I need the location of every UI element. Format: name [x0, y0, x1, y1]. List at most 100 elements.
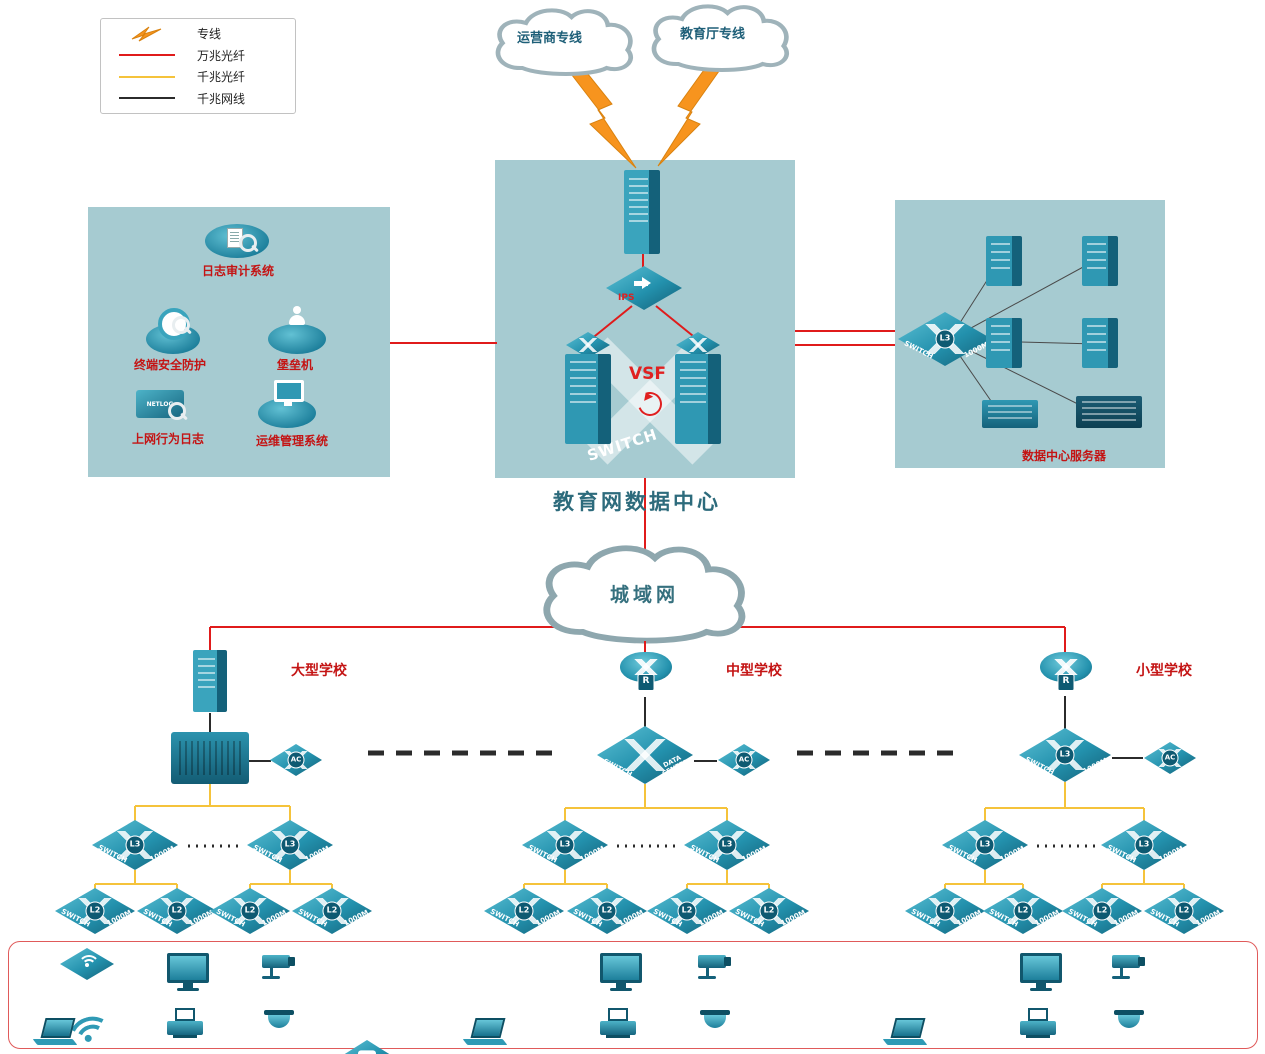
l3-badge: L3	[975, 835, 995, 855]
small-school-label: 小型学校	[1136, 663, 1192, 679]
medium-school-l3-switch: L3 SWITCH 1000M	[684, 820, 770, 870]
legend-item-dedicated-line: 专线	[111, 25, 285, 42]
legend-item-1g-cable: 千兆网线	[111, 90, 285, 107]
yellow-line-swatch	[111, 70, 183, 84]
l2-badge: L2	[759, 901, 779, 921]
endpoint-security-icon	[146, 308, 200, 354]
legend-label: 千兆网线	[197, 91, 246, 106]
bastion-host-icon	[268, 306, 326, 354]
metro-cloud	[543, 545, 746, 644]
core-switch-cap-right	[676, 332, 720, 358]
dome-camera-icon	[1114, 1010, 1144, 1028]
core-server-left	[565, 354, 611, 444]
log-audit-label: 日志审计系统	[202, 264, 275, 278]
medium-school-router: R	[620, 652, 672, 691]
dc-server	[1082, 318, 1118, 368]
laptop-icon	[462, 1018, 508, 1045]
desktop-icon	[167, 953, 209, 991]
small-school-l2-switch: L2 SWITCH 1000M	[1062, 888, 1142, 934]
large-school-label: 大型学校	[291, 663, 347, 679]
l3-badge: L3	[555, 835, 575, 855]
l2-badge: L2	[597, 901, 617, 921]
dc-server	[986, 236, 1022, 286]
netlog-text: NETLOG	[146, 400, 174, 408]
dome-camera-icon	[700, 1010, 730, 1028]
laptop-icon	[882, 1018, 928, 1045]
black-line-swatch	[111, 91, 183, 105]
desktop-icon	[1020, 953, 1062, 991]
small-school-l3-switch: L3 SWITCH 1000M	[1101, 820, 1187, 870]
small-school-l3-switch: L3 SWITCH 1000M	[942, 820, 1028, 870]
medium-school-label: 中型学校	[726, 663, 782, 679]
clouds	[495, 4, 790, 644]
bastion-host-label: 堡垒机	[277, 358, 314, 372]
person-glyph	[287, 306, 307, 326]
core-server-right	[675, 354, 721, 444]
medium-school-ac: AC	[718, 744, 770, 776]
ptz-camera-icon	[262, 955, 295, 979]
fiber-1g-links	[94, 782, 1185, 892]
magnifier-glyph	[172, 316, 190, 334]
magnifier-glyph	[239, 234, 257, 252]
netlog-label: 上网行为日志	[132, 432, 205, 446]
printer-icon	[600, 1008, 636, 1038]
l2-badge: L2	[1092, 901, 1112, 921]
l3-badge: L3	[935, 329, 955, 349]
large-school-l3-switch: L3 SWITCH 1000M	[247, 820, 333, 870]
l2-badge: L2	[514, 901, 534, 921]
ptz-camera-icon	[698, 955, 731, 979]
large-school-l2-switch: L2 SWITCH 1000M	[55, 888, 135, 934]
large-school-l2-switch: L2 SWITCH 1000M	[137, 888, 217, 934]
router-badge: R	[1057, 674, 1075, 691]
monitor-glyph	[274, 380, 304, 406]
chat-bubble-glyph	[358, 1050, 376, 1054]
arrow-icon	[634, 277, 651, 289]
printer-icon	[1020, 1008, 1056, 1038]
ptz-camera-icon	[1112, 955, 1145, 979]
medium-school-l2-switch: L2 SWITCH 1000M	[647, 888, 727, 934]
legend-item-1g-fiber: 千兆光纤	[111, 68, 285, 85]
cable-1g-links	[209, 696, 1143, 762]
large-school-l2-switch: L2 SWITCH 1000M	[210, 888, 290, 934]
icon-base	[268, 324, 326, 354]
l3-badge: L3	[717, 835, 737, 855]
large-school-core-switch	[171, 732, 249, 784]
ac-badge: AC	[287, 751, 305, 769]
small-school-router: R	[1040, 652, 1092, 691]
l2-badge: L2	[677, 901, 697, 921]
dc-storage-array	[1076, 396, 1142, 428]
dc-server	[1082, 236, 1118, 286]
vsf-label: VSF	[629, 364, 667, 384]
l3-badge: L3	[280, 835, 300, 855]
edu-cloud-label: 教育厅专线	[680, 27, 746, 42]
large-school-ac: AC	[270, 744, 322, 776]
small-school-l2-switch: L2 SWITCH 1000M	[1144, 888, 1224, 934]
l2-badge: L2	[1013, 901, 1033, 921]
dc-server	[986, 318, 1022, 368]
medium-school-l2-switch: L2 SWITCH 1000M	[484, 888, 564, 934]
large-school-l3-switch: L3 SWITCH 1000M	[92, 820, 178, 870]
l3-badge: L3	[125, 835, 145, 855]
router-badge: R	[637, 674, 655, 691]
log-audit-icon	[205, 224, 269, 258]
printer-icon	[167, 1008, 203, 1038]
core-switch-cap-left	[566, 332, 610, 358]
datacenter-switch: L3 SWITCH 1000M	[898, 312, 992, 366]
legend-label: 万兆光纤	[197, 48, 246, 63]
ops-management-icon	[258, 380, 316, 428]
medium-school-l3-switch: L3 SWITCH 1000M	[522, 820, 608, 870]
medium-school-l2-switch: L2 SWITCH 1000M	[729, 888, 809, 934]
l2-badge: L2	[1174, 901, 1194, 921]
ops-management-label: 运维管理系统	[256, 434, 329, 448]
l3-badge: L3	[1134, 835, 1154, 855]
red-line-swatch	[111, 48, 183, 62]
ips-device: IPS	[606, 266, 682, 310]
l2-badge: L2	[167, 901, 187, 921]
l2-badge: L2	[240, 901, 260, 921]
ips-label: IPS	[618, 293, 635, 303]
l2-badge: L2	[935, 901, 955, 921]
core-firewall	[624, 170, 660, 254]
lightning-icon	[111, 26, 183, 42]
l2-badge: L2	[85, 901, 105, 921]
